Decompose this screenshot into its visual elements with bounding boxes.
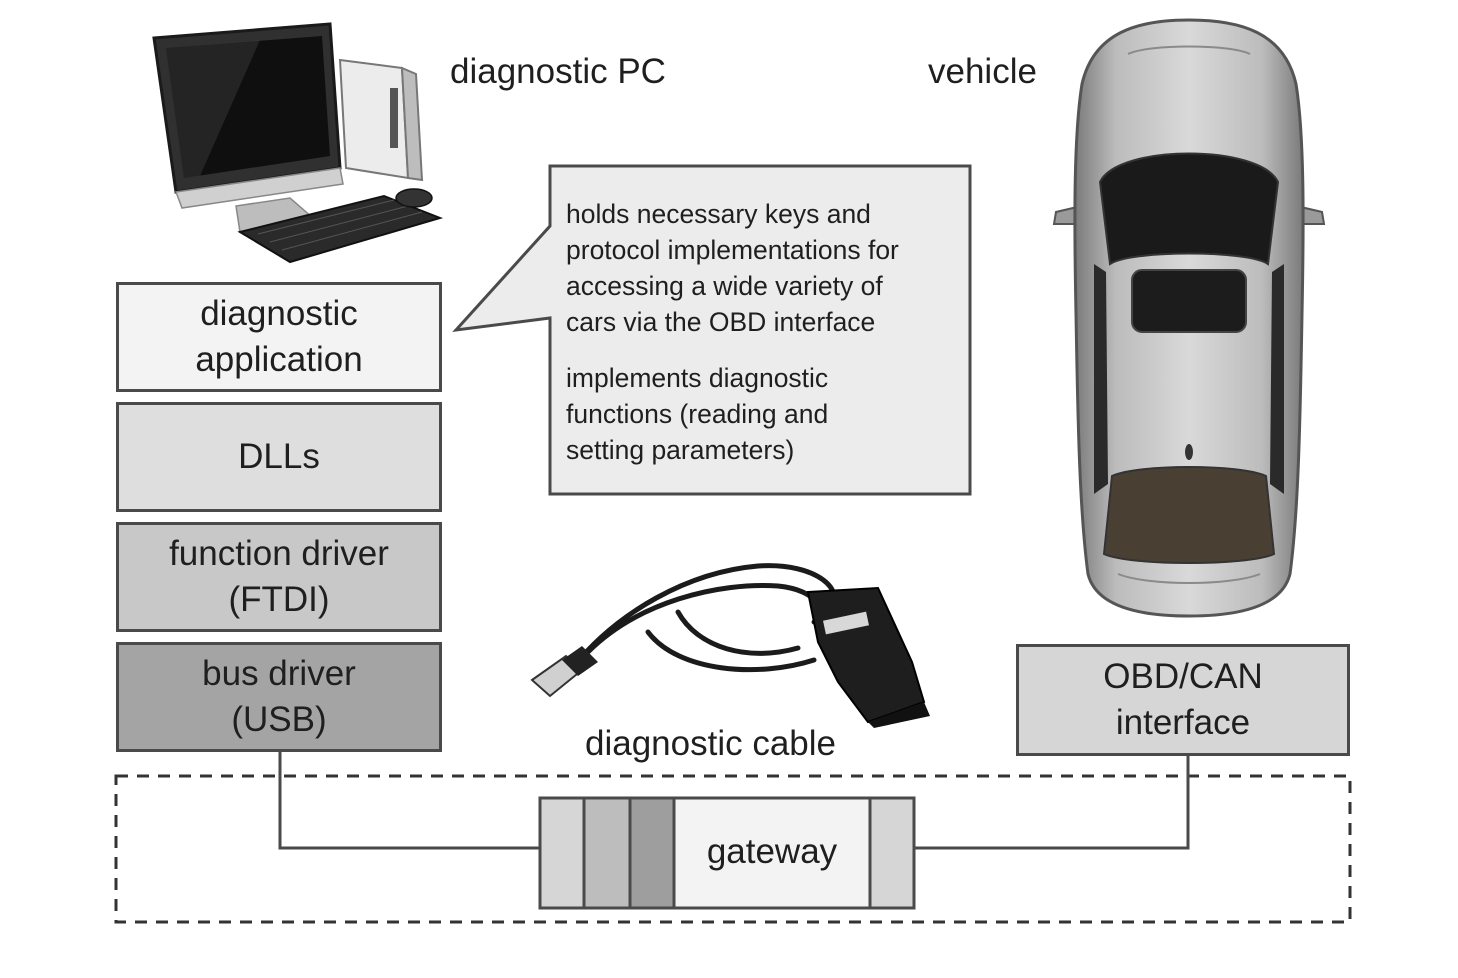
gateway-segment-3 — [628, 796, 676, 910]
obd-cable-icon — [530, 563, 930, 728]
callout-line: holds necessary keys and — [566, 199, 871, 229]
car-top-view-icon — [1052, 18, 1326, 618]
gateway-label: gateway — [706, 832, 838, 871]
obd-can-line1: OBD/CAN — [1103, 657, 1263, 696]
left-connector-line — [278, 752, 540, 850]
gateway-segment-1 — [538, 796, 586, 910]
gateway-segment-4 — [868, 796, 916, 910]
callout-line: functions (reading and — [566, 399, 829, 429]
vehicle-label: vehicle — [928, 52, 1037, 91]
dlls-box: DLLs — [116, 402, 442, 512]
gateway-segment-2 — [582, 796, 632, 910]
diagnostic-application-line1: diagnostic — [200, 294, 358, 333]
obd-can-line2: interface — [1115, 703, 1251, 742]
callout-line: setting parameters) — [566, 435, 795, 465]
bus-driver-line2: (USB) — [231, 700, 327, 739]
right-connector-line — [914, 756, 1190, 850]
bus-driver-box: bus driver (USB) — [116, 642, 442, 752]
diagnostic-cable-label: diagnostic cable — [585, 724, 836, 763]
function-driver-line2: (FTDI) — [228, 580, 330, 619]
function-driver-line1: function driver — [169, 534, 389, 573]
obd-can-interface-box: OBD/CAN interface — [1016, 644, 1350, 756]
callout-line: protocol implementations for — [566, 235, 899, 265]
diagnostic-application-box: diagnostic application — [116, 282, 442, 392]
diagnostic-pc-label: diagnostic PC — [450, 52, 666, 91]
callout-line: accessing a wide variety of — [566, 271, 883, 301]
callout-bubble — [452, 164, 972, 496]
dlls-label: DLLs — [238, 437, 320, 476]
callout-line: implements diagnostic — [566, 363, 829, 393]
callout-text: holds necessary keys and protocol implem… — [566, 196, 966, 468]
callout-line: cars via the OBD interface — [566, 307, 876, 337]
desktop-computer-icon — [152, 22, 444, 264]
diagnostic-application-line2: application — [195, 340, 363, 379]
function-driver-box: function driver (FTDI) — [116, 522, 442, 632]
bus-driver-line1: bus driver — [202, 654, 356, 693]
dashed-bus-border — [114, 774, 1352, 924]
